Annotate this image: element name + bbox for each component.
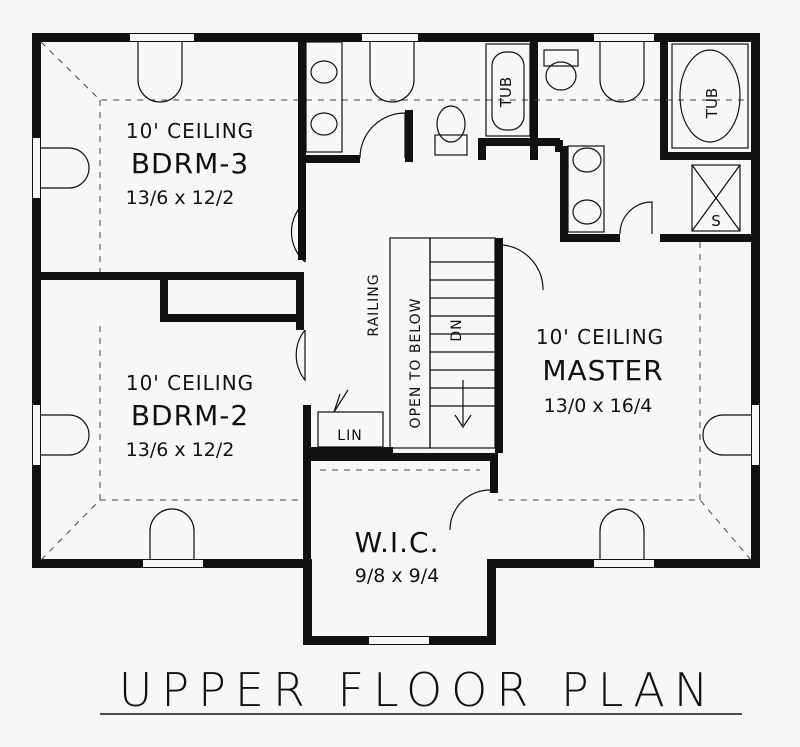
master-ceiling: 10' CEILING [536,325,664,349]
tub-label-hall-bath: TUB [497,77,515,108]
railing-label: RAILING [366,273,382,336]
bdrm2-dims: 13/6 x 12/2 [126,439,235,461]
bdrm3-name: BDRM-3 [131,147,249,180]
open-to-below-label: OPEN TO BELOW [408,298,424,429]
wic-name: W.I.C. [355,526,440,559]
bdrm3-dims: 13/6 x 12/2 [126,187,235,209]
master-name: MASTER [542,354,663,387]
linen-closet-label: LIN [337,428,362,444]
bath-fixtures [305,41,749,233]
stair-down-label: DN [449,318,465,341]
wic-dims: 9/8 x 9/4 [355,565,439,587]
windows [33,34,759,644]
bdrm3-ceiling: 10' CEILING [126,119,254,143]
bdrm2-name: BDRM-2 [131,399,249,432]
shower-label: S [711,212,721,230]
ceiling-lines [40,41,752,561]
plan-title: UPPER FLOOR PLAN [119,663,718,717]
door-swings [41,42,751,559]
bdrm2-ceiling: 10' CEILING [126,371,254,395]
master-dims: 13/0 x 16/4 [544,395,653,417]
interior-walls [38,40,755,565]
tub-label-master-bath: TUB [703,88,721,119]
stair-and-railing [317,237,496,449]
